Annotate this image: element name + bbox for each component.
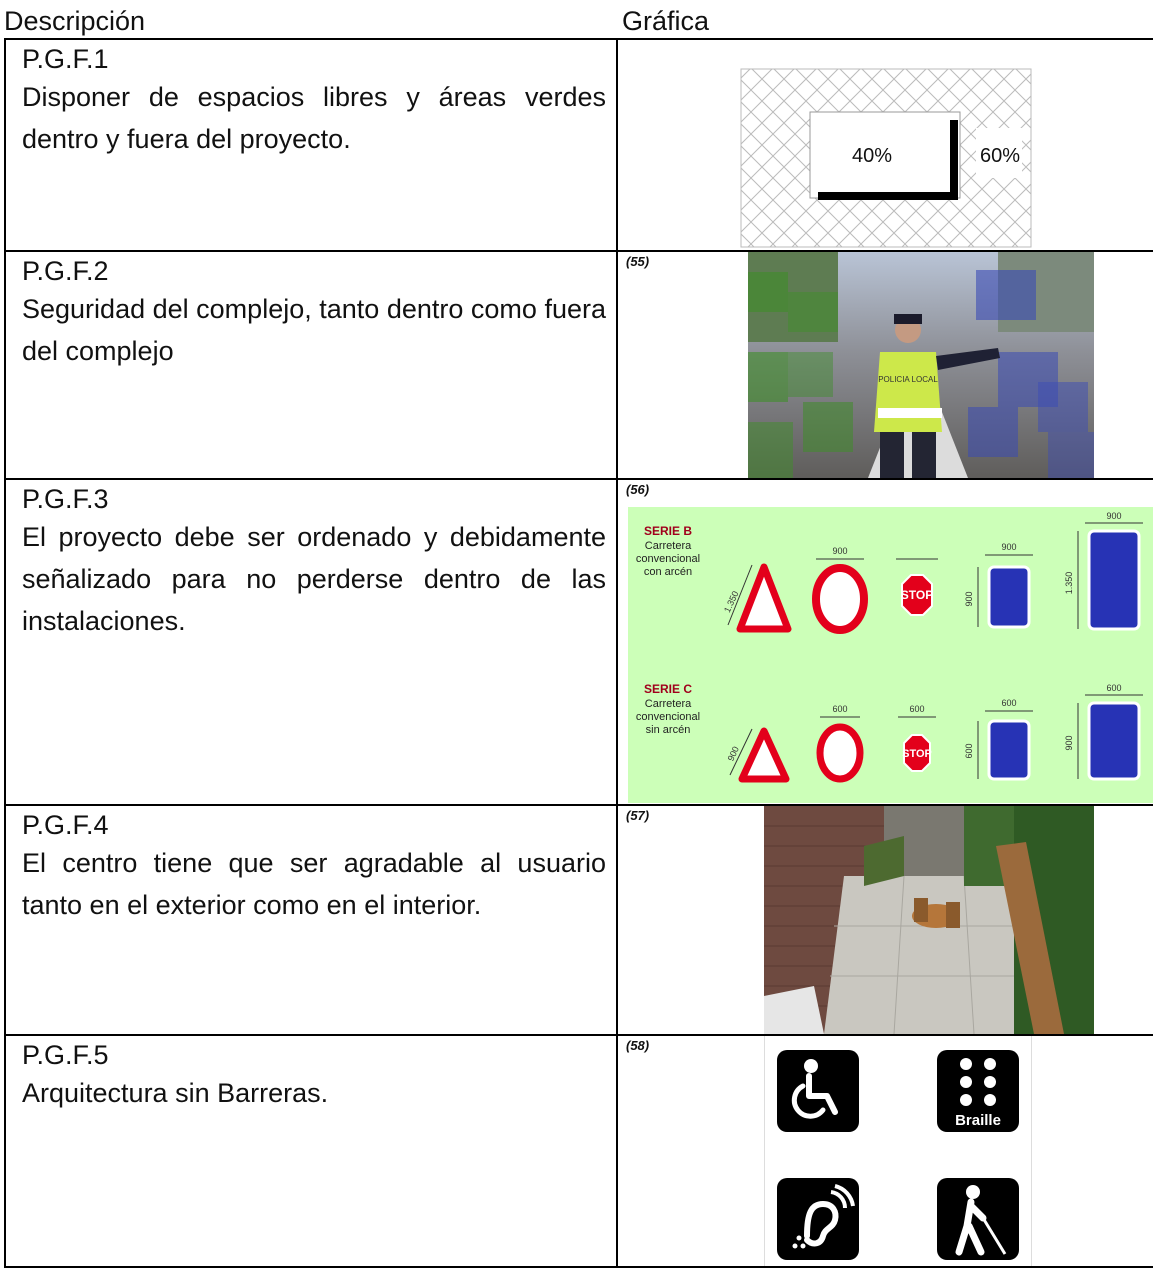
table-row: P.G.F.1 Disponer de espacios libres y ár… (4, 38, 1153, 252)
principle-text: El proyecto debe ser ordenado y debidame… (22, 522, 606, 636)
figure-reference: (56) (626, 482, 650, 497)
series-c-line3: sin arcén (646, 724, 691, 736)
open-percentage: 60% (980, 145, 1020, 167)
principle-code: P.G.F.4 (22, 810, 109, 840)
graphic-cell: (55) (616, 250, 1153, 480)
open-space-diagram: 40% 60% (740, 68, 1032, 248)
circle-sign (812, 564, 868, 634)
police-officer-photo: POLICIA LOCAL (748, 253, 1094, 477)
built-percentage: 40% (852, 145, 892, 167)
braille-label: Braille (955, 1112, 1001, 1129)
rect1-width-c: 600 (1001, 698, 1016, 708)
description-cell: P.G.F.2 Seguridad del complejo, tanto de… (4, 250, 618, 480)
series-c-title: SERIE C (644, 682, 692, 696)
principle-text: Arquitectura sin Barreras. (22, 1078, 329, 1108)
series-c-line2: convencional (636, 711, 700, 723)
series-b-line1: Carretera (645, 540, 692, 552)
column-header-graphic: Gráfica (622, 6, 710, 36)
patio-garden-photo (764, 807, 1094, 1033)
braille-icon: Braille (937, 1050, 1019, 1132)
graphic-cell: (57) (616, 804, 1153, 1036)
stop-text: STOP (902, 748, 932, 760)
principle-text: Seguridad del complejo, tanto dentro com… (22, 294, 606, 366)
figure-reference: (55) (626, 254, 650, 269)
rect1-width-b: 900 (1001, 542, 1016, 552)
circle-dim-c: 600 (832, 704, 847, 714)
series-c-line1: Carretera (645, 698, 692, 710)
principle-text: El centro tiene que ser agradable al usu… (22, 848, 606, 920)
series-c-group: SERIE C Carretera convencional sin arcén… (636, 682, 1143, 783)
description-cell: P.G.F.5 Arquitectura sin Barreras. (4, 1034, 618, 1268)
column-header-description: Descripción (4, 6, 146, 36)
circle-dim-b: 900 (832, 546, 847, 556)
principle-code: P.G.F.2 (22, 256, 109, 286)
blind-cane-icon (937, 1178, 1019, 1260)
table-row: P.G.F.5 Arquitectura sin Barreras. (58) … (4, 1034, 1153, 1268)
stop-text: STOP (901, 588, 933, 602)
principle-code: P.G.F.1 (22, 44, 109, 74)
triangle-sign (738, 727, 790, 783)
description-cell: P.G.F.3 El proyecto debe ser ordenado y … (4, 478, 618, 806)
rect1-height-b: 900 (964, 591, 974, 606)
stop-dim-c: 600 (909, 704, 924, 714)
wheelchair-icon (777, 1050, 859, 1132)
blue-rect-sign-small (987, 565, 1031, 629)
rect2-height-c: 900 (1064, 735, 1074, 750)
rect2-height-b: 1.350 (1064, 572, 1074, 595)
principle-text: Disponer de espacios libres y áreas verd… (22, 82, 606, 154)
table-row: P.G.F.4 El centro tiene que ser agradabl… (4, 804, 1153, 1036)
figure-reference: (57) (626, 808, 650, 823)
rect1-height-c: 600 (964, 743, 974, 758)
series-b-title: SERIE B (644, 524, 692, 538)
rect2-width-c: 600 (1106, 683, 1121, 693)
principle-code: P.G.F.3 (22, 484, 109, 514)
graphic-cell: (58) Braille (616, 1034, 1153, 1268)
figure-reference: (58) (626, 1038, 650, 1053)
vest-text: POLICIA LOCAL (878, 375, 938, 384)
rect2-width-b: 900 (1106, 511, 1121, 521)
table-row: P.G.F.3 El proyecto debe ser ordenado y … (4, 478, 1153, 806)
graphic-cell: 40% 60% (616, 38, 1153, 252)
series-b-group: SERIE B Carretera convencional con arcén… (636, 511, 1143, 634)
series-b-line3: con arcén (644, 566, 692, 578)
circle-sign (816, 723, 864, 783)
stop-sign (901, 574, 933, 616)
accessibility-icons-panel: Braille (764, 1037, 1032, 1265)
principles-table: P.G.F.1 Disponer de espacios libres y ár… (4, 38, 1153, 1268)
table-header: Descripción Gráfica (0, 0, 1153, 38)
blue-rect-sign-large (1087, 529, 1141, 631)
stop-sign (903, 734, 931, 772)
blue-rect-sign-large (1087, 701, 1141, 781)
hearing-assist-icon (777, 1178, 859, 1260)
principle-code: P.G.F.5 (22, 1040, 109, 1070)
series-b-line2: convencional (636, 553, 700, 565)
table-row: P.G.F.2 Seguridad del complejo, tanto de… (4, 250, 1153, 480)
blue-rect-sign-small (987, 719, 1031, 781)
triangle-sign (736, 563, 792, 633)
graphic-cell: (56) SERIE B Carretera convencional con … (616, 478, 1153, 806)
description-cell: P.G.F.4 El centro tiene que ser agradabl… (4, 804, 618, 1036)
description-cell: P.G.F.1 Disponer de espacios libres y ár… (4, 38, 618, 252)
traffic-sign-sizes-diagram: SERIE B Carretera convencional con arcén… (628, 507, 1152, 803)
